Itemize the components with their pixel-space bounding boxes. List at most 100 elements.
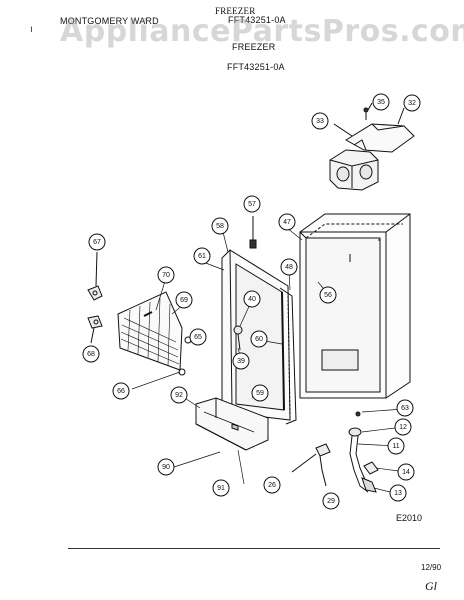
callout-circle: [157, 266, 175, 284]
callout-number: 63: [401, 405, 409, 412]
compressor-assembly: [329, 102, 415, 191]
callout-60: 60: [250, 330, 268, 348]
callout-number: 57: [248, 201, 256, 208]
callout-number: 14: [402, 469, 410, 476]
callout-number: 65: [194, 334, 202, 341]
callout-circle: [389, 484, 407, 502]
callout-circle: [387, 437, 405, 455]
callout-number: 11: [392, 443, 399, 450]
callout-number: 35: [377, 99, 385, 106]
drain-assembly: [348, 411, 379, 493]
callout-circle: [372, 93, 390, 111]
callout-61: 61: [193, 247, 211, 265]
callout-number: 67: [93, 239, 101, 246]
callout-circle: [394, 418, 412, 436]
callout-circle: [232, 352, 250, 370]
header-title: FREEZER: [215, 6, 256, 16]
callout-57: 57: [243, 195, 261, 213]
thermostat: [291, 443, 331, 487]
callout-35: 35: [372, 93, 390, 111]
callout-13: 13: [389, 484, 407, 502]
callout-number: 90: [162, 464, 170, 471]
callout-47: 47: [278, 213, 296, 231]
callout-68: 68: [82, 345, 100, 363]
callout-69: 69: [175, 291, 193, 309]
callout-circle: [170, 386, 188, 404]
callout-59: 59: [251, 384, 269, 402]
callout-circle: [280, 258, 298, 276]
callout-circle: [322, 492, 340, 510]
callout-12: 12: [394, 418, 412, 436]
callout-circle: [396, 399, 414, 417]
hinge-parts: [87, 251, 103, 344]
callout-number: 60: [255, 336, 263, 343]
callout-91: 91: [212, 479, 230, 497]
callout-58: 58: [211, 217, 229, 235]
callout-33: 33: [311, 112, 329, 130]
callout-circle: [251, 384, 269, 402]
callout-number: 68: [87, 351, 95, 358]
callout-14: 14: [397, 463, 415, 481]
callout-56: 56: [319, 286, 337, 304]
callout-circle: [211, 217, 229, 235]
callout-29: 29: [322, 492, 340, 510]
callout-number: 13: [394, 490, 402, 497]
callout-40: 40: [243, 290, 261, 308]
callout-number: 29: [327, 498, 335, 505]
callout-circle: [175, 291, 193, 309]
callout-number: 26: [268, 482, 276, 489]
header-brand: MONTGOMERY WARD: [60, 16, 159, 26]
callout-65: 65: [189, 328, 207, 346]
callout-number: 92: [175, 392, 183, 399]
callout-number: 39: [237, 358, 245, 365]
callout-circle: [189, 328, 207, 346]
callout-number: 69: [180, 297, 188, 304]
callout-39: 39: [232, 352, 250, 370]
footer-rule: [68, 548, 440, 549]
callout-number: 40: [248, 296, 256, 303]
callout-70: 70: [157, 266, 175, 284]
cabinet: [299, 213, 411, 399]
callout-number: 56: [324, 292, 332, 299]
callout-circle: [311, 112, 329, 130]
callout-circle: [263, 476, 281, 494]
handwritten-mark: Gl: [425, 579, 437, 593]
scan-mark: ı: [30, 24, 33, 35]
callout-92: 92: [170, 386, 188, 404]
callout-66: 66: [112, 382, 130, 400]
kick-plate: [195, 397, 269, 451]
watermark: AppliancePartsPros.com: [60, 14, 464, 49]
header-model: FFT43251-0A: [227, 62, 285, 72]
callout-90: 90: [157, 458, 175, 476]
callout-number: 59: [256, 390, 264, 397]
figure-code: E2010: [396, 513, 423, 523]
callout-circle: [243, 195, 261, 213]
callout-11: 11: [387, 437, 405, 455]
callout-number: 48: [285, 264, 293, 271]
callout-circle: [193, 247, 211, 265]
callout-number: 32: [408, 100, 416, 107]
callout-circle: [88, 233, 106, 251]
callout-number: 47: [283, 219, 291, 226]
callout-32: 32: [403, 94, 421, 112]
header-section: FREEZER: [232, 42, 276, 52]
header-model-top: FFT43251-0A: [228, 15, 286, 25]
callout-circle: [278, 213, 296, 231]
callout-number: 66: [117, 388, 125, 395]
callout-number: 58: [216, 223, 224, 230]
callout-circle: [243, 290, 261, 308]
callout-circle: [82, 345, 100, 363]
callout-number: 70: [162, 272, 170, 279]
callout-48: 48: [280, 258, 298, 276]
callout-circle: [212, 479, 230, 497]
callout-circle: [397, 463, 415, 481]
footer-date: 12/90: [421, 563, 442, 572]
callout-67: 67: [88, 233, 106, 251]
callout-26: 26: [263, 476, 281, 494]
callout-number: 61: [198, 253, 206, 260]
callout-circle: [319, 286, 337, 304]
callout-number: 91: [217, 485, 225, 492]
callout-circle: [112, 382, 130, 400]
